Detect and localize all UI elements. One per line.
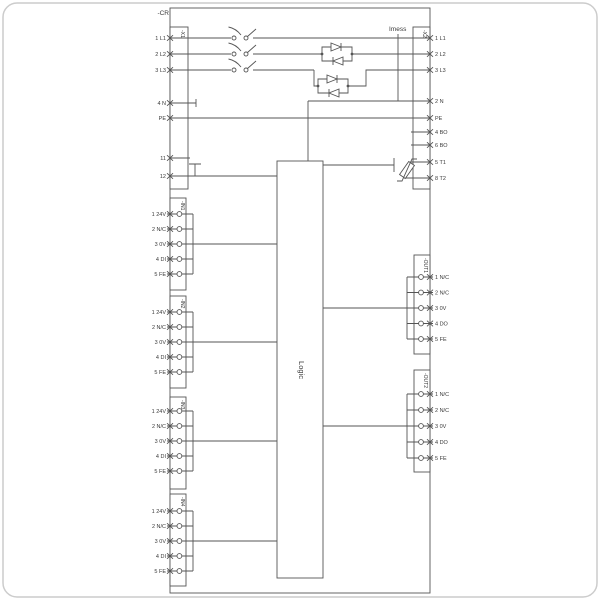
connector-label: -IN1 [179, 201, 185, 211]
pin-label: 3 0V [435, 424, 447, 430]
current-measurement: Imess [389, 26, 407, 101]
x2-terminals: 1 L1 2 L2 3 L3 2 N PE 4 BO 6 BO 5 T1 8 T… [426, 34, 448, 182]
terminal-label: PE [435, 116, 443, 122]
connector-label: -IN4 [179, 497, 185, 507]
connector-label: -IN3 [179, 400, 185, 410]
terminal-label: 12 [160, 174, 166, 180]
pin-label: 3 0V [155, 242, 167, 248]
in1-connector: -IN1 1 24V 2 N/C 3 0V 4 DI 5 FE [152, 197, 194, 291]
pin-label: 3 0V [155, 340, 167, 346]
thermistor-circuit [323, 158, 430, 182]
pin-label: 1 24V [152, 409, 167, 415]
terminal-label: 2 L2 [435, 52, 446, 58]
x1-terminals: 1 L1 2 L2 3 L3 4 N PE 11 12 [155, 34, 174, 180]
pin-label: 2 N/C [435, 408, 449, 414]
pin-label: 3 0V [435, 306, 447, 312]
out1-connector: -OUT1 1 N/C 2 N/C 3 0V 4 DO 5 FE [406, 254, 449, 355]
x2-strip-label: -X2 [421, 30, 427, 38]
pin-label: 4 DI [156, 257, 167, 263]
logic-to-output-wires [323, 307, 407, 427]
pin-label: 5 FE [435, 337, 447, 343]
pin-label: 5 FE [435, 456, 447, 462]
pin-label: 4 DI [156, 355, 167, 361]
pin-label: 4 DI [156, 454, 167, 460]
input-to-logic-wires [193, 243, 277, 542]
pin-label: 5 FE [154, 469, 166, 475]
pin-label: 5 FE [154, 272, 166, 278]
pin-label: 4 DO [435, 440, 449, 446]
pin-label: 1 N/C [435, 275, 449, 281]
pin-label: 5 FE [154, 569, 166, 575]
pin-label: 3 0V [155, 539, 167, 545]
pin-label: 2 N/C [152, 424, 166, 430]
x2-terminal-strip: -X2 [412, 26, 431, 190]
pin-label: 1 24V [152, 310, 167, 316]
pin-label: 5 FE [154, 370, 166, 376]
terminal-label: 4 N [157, 101, 166, 107]
pin-label: 2 N/C [435, 291, 449, 297]
device-designation: -CR [157, 10, 169, 17]
connector-label: -IN2 [179, 299, 185, 309]
terminal-label: PE [159, 116, 167, 122]
pin-label: 2 N/C [152, 325, 166, 331]
logic-label: Logic [297, 361, 306, 379]
pin-label: 4 DO [435, 322, 449, 328]
terminal-label: 5 T1 [435, 160, 446, 166]
terminal-label: 3 L3 [155, 68, 166, 74]
wire-l3 [170, 69, 430, 87]
terminal-label: 4 BO [435, 130, 448, 136]
pin-label: 1 24V [152, 212, 167, 218]
pin-label: 2 N/C [152, 524, 166, 530]
in4-connector: -IN4 1 24V 2 N/C 3 0V 4 DI 5 FE [152, 493, 194, 587]
terminal-label: 1 L1 [155, 36, 166, 42]
terminal-label: 11 [160, 156, 166, 162]
pin-label: 2 N/C [152, 227, 166, 233]
x1-terminal-strip: -X1 [169, 26, 189, 190]
in3-connector: -IN3 1 24V 2 N/C 3 0V 4 DI 5 FE [152, 396, 194, 490]
out2-connector: -OUT2 1 N/C 2 N/C 3 0V 4 DO 5 FE [406, 369, 449, 473]
in2-connector: -IN2 1 24V 2 N/C 3 0V 4 DI 5 FE [152, 295, 194, 389]
terminal-label: 8 T2 [435, 176, 446, 182]
x1-strip-label: -X1 [179, 30, 185, 38]
connector-label: -OUT2 [422, 373, 428, 388]
terminal-label: 2 N [435, 99, 444, 105]
aux-contact-11-12 [170, 157, 277, 177]
pin-label: 1 24V [152, 509, 167, 515]
terminal-label: 6 BO [435, 143, 448, 149]
pin-label: 3 0V [155, 439, 167, 445]
terminal-label: 1 L1 [435, 36, 446, 42]
logic-block: Logic [276, 160, 324, 579]
pin-label: 4 DI [156, 554, 167, 560]
bo-wires [411, 131, 430, 146]
wire-n [170, 99, 430, 161]
connector-label: -OUT1 [422, 258, 428, 273]
terminal-label: 2 L2 [155, 52, 166, 58]
pin-label: 1 N/C [435, 392, 449, 398]
imess-label: Imess [389, 26, 407, 33]
terminal-label: 3 L3 [435, 68, 446, 74]
